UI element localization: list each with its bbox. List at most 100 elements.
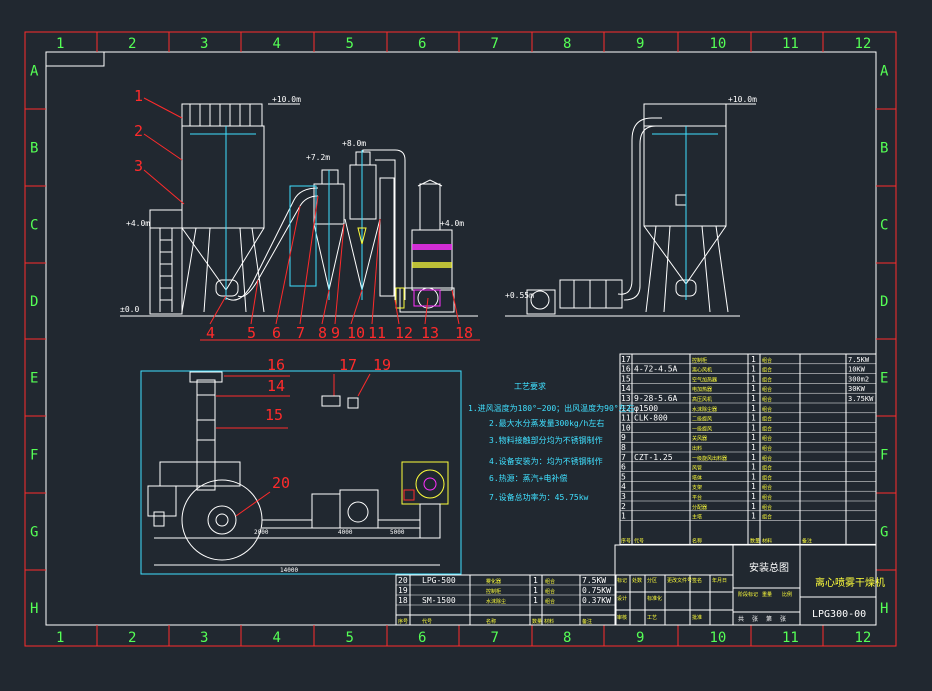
row-label-left: F bbox=[30, 448, 38, 464]
part-name: 空气加热器 bbox=[692, 376, 717, 383]
row-label-right: H bbox=[880, 601, 888, 617]
requirement-1: 1.进风温度为180°~200；出风温度为90°左右 bbox=[468, 403, 635, 413]
part-material: 组合 bbox=[762, 514, 772, 521]
part-material: 组合 bbox=[762, 445, 772, 452]
lower-parts-header: 备注 bbox=[582, 618, 592, 625]
part-no: 14 bbox=[621, 384, 631, 393]
col-label-bottom: 2 bbox=[128, 630, 136, 646]
elev-8m: +8.0m bbox=[342, 139, 366, 148]
requirement-7: 7.设备总功率为：45.75kw bbox=[489, 492, 589, 502]
callout-10: 10 bbox=[347, 324, 365, 342]
lower-parts-header: 名称 bbox=[486, 618, 496, 625]
elevation-cyan-overlay bbox=[190, 126, 718, 300]
col-label-bottom: 7 bbox=[491, 630, 499, 646]
part-name: 控制柜 bbox=[692, 357, 707, 364]
part-qty: 1 bbox=[751, 482, 756, 491]
part-qty: 1 bbox=[751, 423, 756, 432]
callout-1: 1 bbox=[134, 87, 143, 105]
col-label-top: 1 bbox=[56, 36, 64, 52]
row-label-left: E bbox=[30, 371, 38, 387]
part-name: 离心风机 bbox=[692, 367, 712, 374]
lower-part-no: 18 bbox=[398, 596, 408, 605]
callout-6: 6 bbox=[272, 324, 281, 342]
part-qty: 1 bbox=[751, 433, 756, 442]
lower-part-qty: 1 bbox=[533, 576, 538, 585]
row-label-left: C bbox=[30, 218, 38, 234]
corner-box bbox=[45, 51, 105, 67]
part-qty: 1 bbox=[751, 374, 756, 383]
callout-9: 9 bbox=[331, 324, 340, 342]
callout-15: 15 bbox=[265, 406, 283, 424]
tb-sheet: 第 bbox=[766, 615, 772, 623]
tb-label: 更改文件号 bbox=[667, 577, 692, 584]
callouts-top-group: 1 2 3 bbox=[134, 87, 185, 205]
elev-zero: ±0.0 bbox=[120, 305, 139, 314]
tb-sheet: 共 bbox=[738, 615, 744, 623]
callout-4: 4 bbox=[206, 324, 215, 342]
dim-14000: 14000 bbox=[280, 567, 298, 574]
lower-part-no: 20 bbox=[398, 576, 408, 585]
part-no: 8 bbox=[621, 443, 626, 452]
tb-label2: 重量 bbox=[762, 591, 772, 598]
part-name: 一级旋风出料器 bbox=[692, 455, 727, 462]
tb-sheet: 张 bbox=[752, 615, 758, 623]
callout-20: 20 bbox=[272, 474, 290, 492]
col-label-top: 11 bbox=[782, 36, 799, 52]
lower-parts-header: 代号 bbox=[422, 618, 432, 625]
tb-label2: 比例 bbox=[782, 591, 792, 598]
row-label-right: C bbox=[880, 218, 888, 234]
product-name: 离心喷雾干燥机 bbox=[815, 576, 885, 589]
part-material: 组合 bbox=[762, 396, 772, 403]
col-label-bottom: 1 bbox=[56, 630, 64, 646]
lower-part-name: 水沫除尘 bbox=[486, 598, 506, 605]
tb-label: 签名 bbox=[692, 577, 702, 584]
dim-5000: 5000 bbox=[390, 529, 405, 536]
elevation-colored-parts bbox=[357, 227, 452, 309]
row-label-right: D bbox=[880, 294, 888, 310]
callout-13: 13 bbox=[421, 324, 439, 342]
process-requirements: 工艺要求 1.进风温度为180°~200；出风温度为90°左右 2.最大水分蒸发… bbox=[468, 381, 635, 502]
lower-part-material: 组合 bbox=[545, 578, 555, 585]
elev-left-4m: +4.0m bbox=[126, 219, 150, 228]
plan-view bbox=[140, 370, 462, 575]
part-material: 组合 bbox=[762, 386, 772, 393]
lower-parts-header: 序号 bbox=[398, 618, 408, 625]
part-material: 组合 bbox=[762, 376, 772, 383]
part-no: 9 bbox=[621, 433, 626, 442]
row-label-left: G bbox=[30, 525, 38, 541]
part-name: 分配器 bbox=[692, 504, 707, 511]
part-no: 7 bbox=[621, 453, 626, 462]
lower-part-qty: 1 bbox=[533, 586, 538, 595]
part-qty: 1 bbox=[751, 453, 756, 462]
part-note: 10KW bbox=[848, 366, 866, 374]
part-no: 1 bbox=[621, 512, 626, 521]
col-label-top: 4 bbox=[273, 36, 281, 52]
lower-part-no: 19 bbox=[398, 586, 408, 595]
col-label-top: 7 bbox=[491, 36, 499, 52]
callout-2: 2 bbox=[134, 122, 143, 140]
callout-14: 14 bbox=[267, 377, 285, 395]
part-material: 组合 bbox=[762, 416, 772, 423]
callout-16: 16 bbox=[267, 356, 285, 374]
parts-header: 数量 bbox=[750, 538, 760, 545]
parts-header: 代号 bbox=[634, 538, 644, 545]
col-label-top: 3 bbox=[200, 36, 208, 52]
part-name: 塔体 bbox=[692, 474, 702, 481]
requirement-3: 3.物料接触部分均为不锈钢制作 bbox=[489, 435, 603, 445]
row-label-right: B bbox=[880, 141, 888, 157]
part-material: 组合 bbox=[762, 425, 772, 432]
lower-part-note: 0.75KW bbox=[582, 586, 611, 595]
row-label-left: H bbox=[30, 601, 38, 617]
col-label-bottom: 9 bbox=[636, 630, 644, 646]
row-label-left: A bbox=[30, 64, 39, 80]
part-qty: 1 bbox=[751, 492, 756, 501]
parts-header: 序号 bbox=[621, 538, 631, 545]
part-qty: 1 bbox=[751, 472, 756, 481]
part-note: 7.5KW bbox=[848, 356, 870, 364]
elev-top-right: +10.0m bbox=[728, 95, 757, 104]
part-qty: 1 bbox=[751, 443, 756, 452]
col-label-top: 6 bbox=[418, 36, 426, 52]
